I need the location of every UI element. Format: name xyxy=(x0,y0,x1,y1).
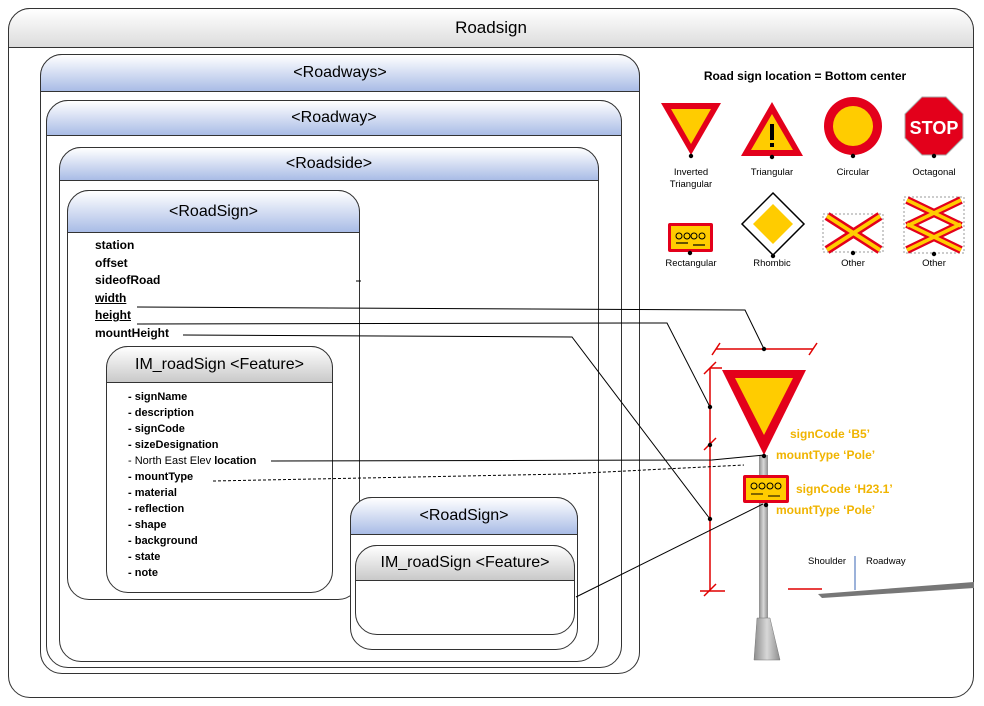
roadway-header: <Roadway> xyxy=(46,100,622,136)
connector-lines xyxy=(136,280,765,598)
legend-label-circular: Circular xyxy=(836,167,870,178)
bicycle-plate-icon xyxy=(668,223,713,256)
circular-sign-icon xyxy=(824,97,882,159)
roadsign-class-header: <RoadSign> xyxy=(67,190,360,233)
feature-attribute-list: - signName - description - signCode - sizeD… xyxy=(128,389,328,581)
feature-attribute-name: - material xyxy=(128,487,177,499)
roadsign-attribute: station xyxy=(95,238,135,252)
feature-attribute-name: - signCode xyxy=(128,423,185,435)
legend-label-inverted-triangular: Inverted Triangular xyxy=(669,167,713,190)
cross-sign-icon xyxy=(822,212,884,256)
feature-attribute: - background xyxy=(128,533,328,549)
inverted-triangle-sign-icon xyxy=(661,103,721,159)
feature-attribute-name: - shape xyxy=(128,519,167,531)
legend-label-triangular: Triangular xyxy=(750,167,794,178)
pole-bicycle-plate-icon xyxy=(743,475,789,508)
road-surface xyxy=(788,556,974,598)
feature-attribute-name: - description xyxy=(128,407,195,419)
feature-attribute: - description xyxy=(128,405,328,421)
feature-attribute-name: - signName xyxy=(128,391,188,403)
sign2-mount-label: mountType ‘Pole’ xyxy=(776,503,876,517)
warning-triangle-sign-icon xyxy=(741,102,803,160)
feature-attribute: - North East Elev location xyxy=(128,453,328,469)
roadways-header: <Roadways> xyxy=(40,54,640,92)
roadsign-attribute: height xyxy=(95,308,131,322)
feature-attribute-prefix: - North East Elev xyxy=(128,455,215,467)
feature-attribute: - material xyxy=(128,485,328,501)
roadsign-attribute: sideofRoad xyxy=(95,273,161,287)
legend-label-rhombic: Rhombic xyxy=(753,258,791,269)
feature-header: IM_roadSign <Feature> xyxy=(106,346,333,383)
sign1-mount-label: mountType ‘Pole’ xyxy=(776,448,876,462)
double-cross-sign-icon xyxy=(903,196,965,257)
legend-label-octagonal: Octagonal xyxy=(912,167,956,178)
sign1-code-label: signCode ‘B5’ xyxy=(790,427,871,441)
svg-text:STOP: STOP xyxy=(910,118,959,138)
roadsign-attribute: offset xyxy=(95,255,128,270)
roadside-header: <Roadside> xyxy=(59,147,599,181)
rhombus-sign-icon xyxy=(740,191,806,259)
roadsign-attribute-list: station offset sideofRoad width height mountH… xyxy=(95,237,295,342)
feature-attribute: - mountType xyxy=(128,469,328,485)
sign2-code-label: signCode ‘H23.1’ xyxy=(796,482,893,496)
sign-pole xyxy=(753,455,781,661)
roadway-label: Roadway xyxy=(866,556,906,567)
roadsign-2-class-header: <RoadSign> xyxy=(350,497,578,535)
feature-attribute-name: - state xyxy=(128,551,161,563)
roadsign-attribute: mountHeight xyxy=(95,325,169,340)
feature-attribute: - reflection xyxy=(128,501,328,517)
connector-dots xyxy=(707,346,767,522)
legend-label-rectangular: Rectangular xyxy=(665,258,717,269)
feature-attribute: - sizeDesignation xyxy=(128,437,328,453)
stop-sign-icon: STOP xyxy=(904,96,964,159)
feature-attribute: - note xyxy=(128,565,328,581)
legend-label-other-2: Other xyxy=(922,258,946,269)
feature-2-header: IM_roadSign <Feature> xyxy=(355,545,575,581)
roadsign-attribute: width xyxy=(95,290,127,305)
feature-attribute: - shape xyxy=(128,517,328,533)
feature-attribute: - signName xyxy=(128,389,328,405)
feature-attribute: - state xyxy=(128,549,328,565)
feature-attribute-name: location xyxy=(214,455,257,467)
pole-yield-sign-icon xyxy=(722,370,806,459)
feature-attribute-name: - reflection xyxy=(128,503,185,515)
feature-attribute-name: - note xyxy=(128,567,158,579)
feature-attribute-name: - mountType xyxy=(128,471,194,483)
diagram-title: Roadsign xyxy=(8,8,974,48)
legend-label-other-1: Other xyxy=(841,258,865,269)
shoulder-label: Shoulder xyxy=(808,556,847,567)
feature-attribute-name: - background xyxy=(128,535,198,547)
feature-attribute: - signCode xyxy=(128,421,328,437)
legend-title: Road sign location = Bottom center xyxy=(703,69,907,83)
feature-attribute-name: - sizeDesignation xyxy=(128,439,219,451)
feature-box xyxy=(106,346,333,593)
